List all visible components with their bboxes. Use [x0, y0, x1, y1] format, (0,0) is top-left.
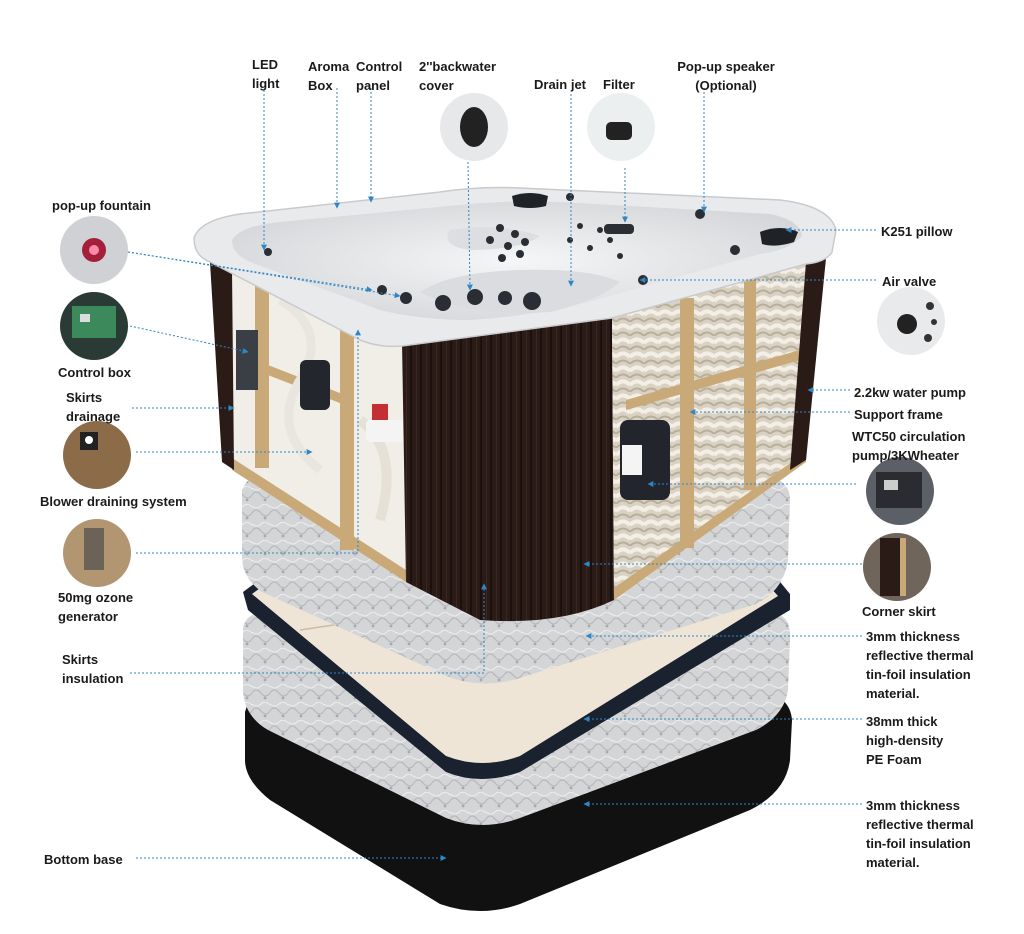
front-skirt — [402, 318, 614, 622]
label-skirts-insulation: Skirts insulation — [62, 652, 124, 686]
label-support-frame: Support frame — [854, 407, 943, 422]
support-frame-right — [614, 280, 806, 600]
plumbing-left — [236, 296, 406, 522]
spa-jets — [264, 193, 740, 311]
label-bottom-base: Bottom base — [44, 852, 123, 867]
label-popup-fountain: pop-up fountain — [52, 198, 151, 213]
leader-lines — [127, 88, 876, 861]
label-led-light: LED light — [252, 57, 280, 91]
label-air-valve: Air valve — [882, 274, 937, 289]
label-ozone-generator: 50mg ozone generator — [58, 590, 134, 624]
detail-photos — [60, 93, 945, 601]
label-pe-foam: 38mm thick high-density PE Foam — [866, 714, 944, 767]
label-water-pump: 2.2kw water pump — [854, 385, 966, 400]
filter-basket — [604, 224, 634, 234]
label-circulation-pump: WTC50 circulation pump/3KWheater — [852, 429, 966, 463]
label-k251-pillow: K251 pillow — [881, 224, 953, 239]
label-skirts-drainage: Skirts drainage — [66, 390, 121, 424]
label-aroma-box: Aroma Box — [308, 59, 350, 93]
label-backwater-cover: 2''backwater cover — [419, 59, 497, 93]
label-popup-speaker: Pop-up speaker (Optional) — [677, 59, 775, 93]
acrylic-shell-interior — [232, 201, 802, 320]
pump-heater — [620, 420, 670, 500]
label-control-box: Control box — [58, 365, 131, 380]
label-control-panel: Control panel — [356, 59, 403, 93]
label-filter: Filter — [603, 77, 635, 92]
pillow-left — [512, 193, 548, 208]
label-corner-skirt: Corner skirt — [862, 604, 936, 619]
label-tinfoil-bottom: 3mm thickness reflective thermal tin-foi… — [866, 798, 974, 870]
label-blower-draining: Blower draining system — [40, 494, 187, 509]
label-tinfoil-top: 3mm thickness reflective thermal tin-foi… — [866, 629, 974, 701]
label-drain-jet: Drain jet — [534, 77, 587, 92]
right-open-side — [612, 258, 826, 600]
